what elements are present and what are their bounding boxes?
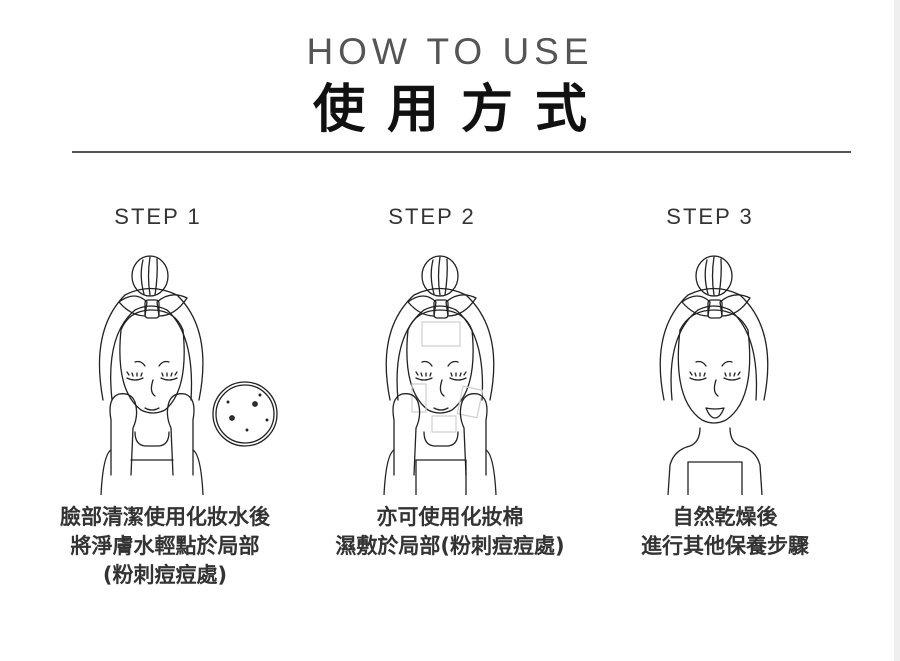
- step-1-line-1: 臉部清潔使用化妝水後: [60, 505, 270, 529]
- step-2-illustration-icon: [383, 255, 497, 495]
- title-chinese: 使用方式: [312, 79, 609, 140]
- step-3-label: STEP 3: [666, 204, 754, 229]
- step-3-line-1: 自然乾燥後: [672, 505, 778, 529]
- step-1-label: STEP 1: [114, 204, 202, 229]
- step-1-line-3: (粉刺痘痘處): [102, 563, 228, 587]
- step-2-label: STEP 2: [388, 204, 476, 229]
- step-1-description: 臉部清潔使用化妝水後 將淨膚水輕點於局部 (粉刺痘痘處): [20, 503, 310, 590]
- step-1-illustration-icon: [98, 255, 278, 495]
- header-divider: [72, 151, 851, 153]
- step-3-illustration-icon: [659, 255, 769, 495]
- step-3-line-2: 進行其他保養步驟: [641, 534, 809, 558]
- step-2-description: 亦可使用化妝棉 濕敷於局部(粉刺痘痘處): [305, 503, 595, 561]
- step-1-line-2: 將淨膚水輕點於局部: [70, 534, 260, 558]
- title-english: HOW TO USE: [306, 31, 594, 72]
- step-3-description: 自然乾燥後 進行其他保養步驟: [595, 503, 855, 561]
- page-edge-strip: [894, 0, 900, 661]
- step-2-line-1: 亦可使用化妝棉: [376, 505, 524, 529]
- step-2-line-2: 濕敷於局部(粉刺痘痘處): [335, 534, 565, 558]
